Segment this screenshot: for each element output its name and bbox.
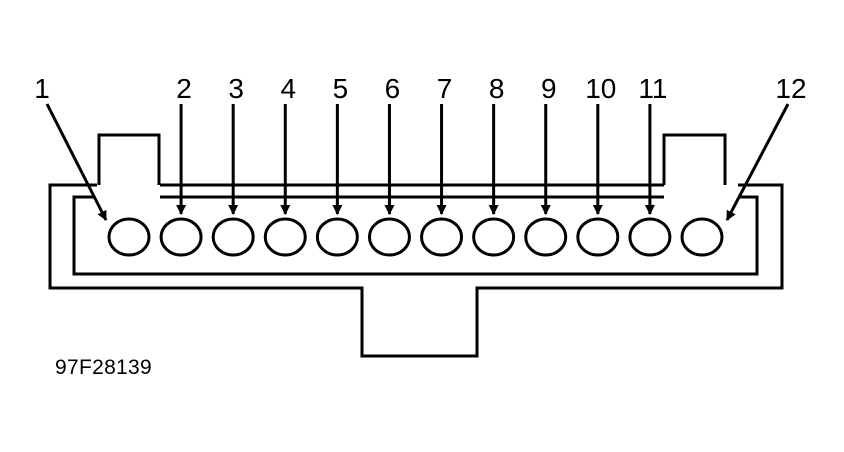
- connector-inner-cavity: [72, 195, 759, 276]
- pin-10-label: 10: [585, 73, 616, 104]
- pin-2-label: 2: [176, 73, 192, 104]
- pin-4-label: 4: [280, 73, 296, 104]
- pin-6-label: 6: [385, 73, 401, 104]
- right-locking-tab: [662, 133, 727, 185]
- pin-6-opening: [367, 217, 411, 257]
- pin-1-leader-arrow: [45, 103, 108, 221]
- pin-7-opening: [420, 217, 464, 257]
- pin-4-opening: [263, 217, 307, 257]
- pin-8-opening: [472, 217, 516, 257]
- left-locking-tab: [97, 133, 161, 185]
- pin-3-opening: [211, 217, 255, 257]
- pin-11-opening: [628, 217, 672, 257]
- pin-12-leader-arrow: [725, 103, 790, 221]
- pin-9-label: 9: [541, 73, 557, 104]
- pin-5-opening: [315, 217, 359, 257]
- pin-3-label: 3: [228, 73, 244, 104]
- pin-1-opening: [107, 217, 151, 257]
- connector-outer-housing: [48, 183, 784, 358]
- pin-5-label: 5: [333, 73, 349, 104]
- pin-11-label: 11: [638, 73, 667, 104]
- pin-8-label: 8: [489, 73, 505, 104]
- pin-12-opening: [680, 217, 724, 257]
- pin-9-opening: [524, 217, 568, 257]
- pin-7-label: 7: [437, 73, 453, 104]
- pin-2-opening: [159, 217, 203, 257]
- pin-10-opening: [576, 217, 620, 257]
- pin-12-label: 12: [775, 73, 806, 104]
- figure-id: 97F28139: [55, 356, 152, 379]
- pin-1-label: 1: [34, 73, 50, 104]
